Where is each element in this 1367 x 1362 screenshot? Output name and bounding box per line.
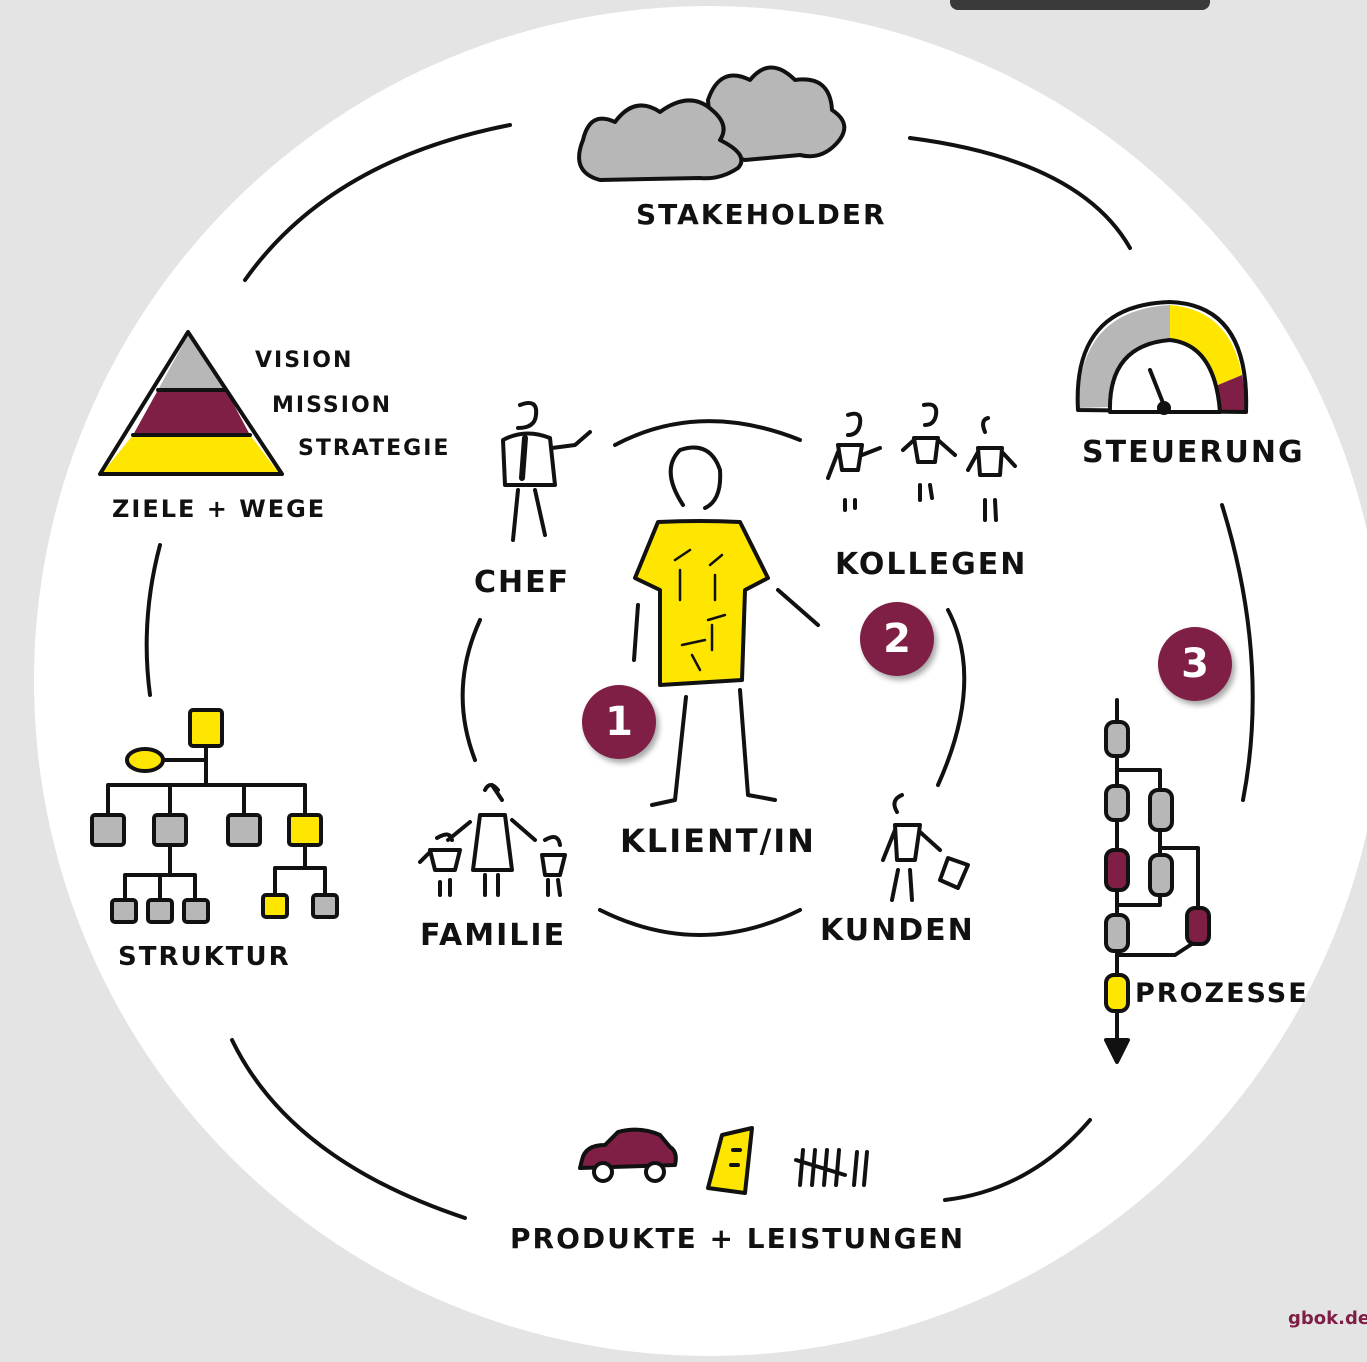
label-struktur: STRUKTUR xyxy=(118,942,291,972)
label-ziele-wege: ZIELE + WEGE xyxy=(112,495,327,523)
label-stakeholder: STAKEHOLDER xyxy=(636,198,887,231)
label-strategie: STRATEGIE xyxy=(298,436,451,461)
customer-figure xyxy=(881,793,970,902)
label-klient: KLIENT/IN xyxy=(620,822,816,860)
label-prozesse: PROZESSE xyxy=(1135,978,1309,1009)
top-tab-strip xyxy=(950,0,1210,10)
gauge-icon xyxy=(1075,300,1249,415)
badge-2: 2 xyxy=(860,602,934,676)
colleagues-figures xyxy=(826,402,1017,522)
label-steuerung: STEUERUNG xyxy=(1082,435,1305,470)
card-icon xyxy=(706,1126,754,1195)
pyramid-icon xyxy=(98,330,284,476)
car-icon xyxy=(578,1127,678,1183)
label-chef: CHEF xyxy=(474,565,571,600)
badge-3: 3 xyxy=(1158,627,1232,701)
tally-icon xyxy=(794,1148,869,1187)
label-kunden: KUNDEN xyxy=(820,913,975,948)
family-figures xyxy=(418,783,567,897)
label-kollegen: KOLLEGEN xyxy=(835,547,1028,582)
process-flow-icon xyxy=(1104,698,1211,1064)
label-familie: FAMILIE xyxy=(420,918,567,953)
badge-1: 1 xyxy=(582,685,656,759)
label-mission: MISSION xyxy=(272,393,393,418)
client-figure xyxy=(632,445,820,807)
cloud-icon xyxy=(577,65,847,182)
outer-ring-arcs xyxy=(144,123,1255,1220)
credit-link[interactable]: gbok.de xyxy=(1288,1308,1367,1329)
inner-ring-arcs xyxy=(460,419,967,937)
label-vision: VISION xyxy=(255,348,354,373)
label-produkte-leistungen: PRODUKTE + LEISTUNGEN xyxy=(510,1222,966,1255)
org-chart-icon xyxy=(90,708,339,924)
chef-figure xyxy=(501,401,592,542)
